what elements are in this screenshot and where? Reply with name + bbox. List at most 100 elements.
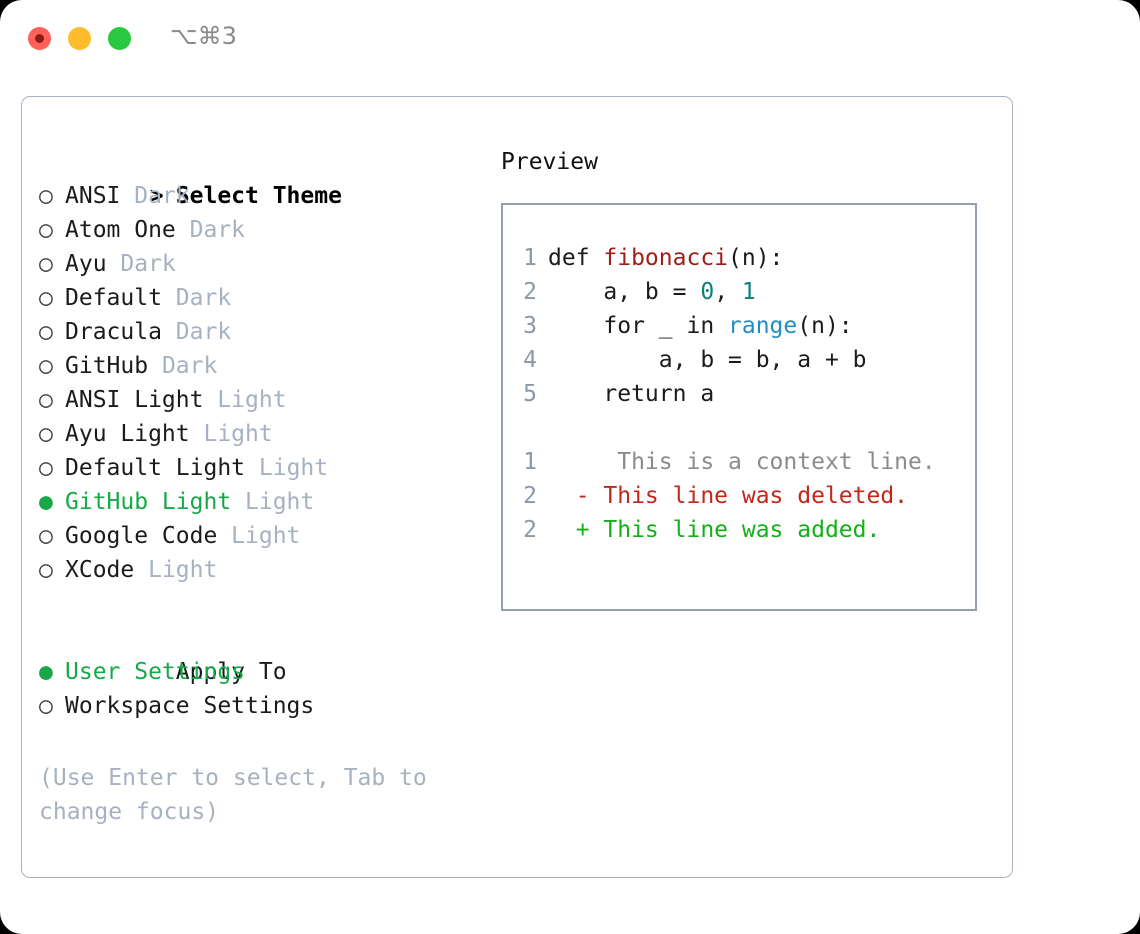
diff-line: 1 This is a context line. [513, 445, 936, 479]
theme-option-label: GitHub [65, 353, 162, 379]
code-token: 0 [700, 279, 715, 305]
code-line-number: 4 [523, 347, 537, 373]
theme-option-tag: Light [203, 421, 273, 447]
theme-option-tag: Dark [175, 319, 232, 345]
code-line-number: 3 [523, 313, 537, 339]
preview-panel: Preview [501, 145, 1001, 179]
apply-to-option-workspace-settings[interactable]: ○ Workspace Settings [39, 689, 499, 723]
theme-option-label: ANSI [65, 183, 135, 209]
radio-unselected-icon: ○ [39, 557, 53, 583]
theme-option-label: ANSI Light [65, 387, 218, 413]
code-line: 4 a, b = b, a + b [513, 343, 936, 377]
theme-option-ayu[interactable]: ○Ayu Dark [39, 247, 499, 281]
code-line: 3 for _ in range(n): [513, 309, 936, 343]
theme-option-github-light[interactable]: ● GitHub Light Light [39, 485, 499, 519]
radio-unselected-icon: ○ [39, 319, 53, 345]
theme-option-tag: Dark [134, 183, 190, 209]
keyboard-shortcut-label: ⌥⌘3 [170, 22, 237, 50]
code-token: def [548, 245, 604, 271]
apply-to-option-label: Workspace Settings [65, 693, 315, 719]
diff-line: 2 - This line was deleted. [513, 479, 936, 513]
radio-unselected-icon: ○ [39, 387, 53, 413]
diff-line-number: 1 [523, 449, 537, 475]
close-window-button[interactable] [28, 27, 51, 50]
apply-to-header-label: Apply To [175, 659, 287, 685]
list-spacer [39, 587, 499, 621]
radio-selected-icon: ● [39, 489, 53, 515]
apply-to-option-label: User Settings [65, 659, 246, 685]
theme-option-label: Default Light [65, 455, 259, 481]
theme-option-dracula[interactable]: ○Dracula Dark [39, 315, 499, 349]
code-token: for _ in [548, 313, 729, 339]
theme-option-tag: Light [231, 523, 301, 549]
radio-unselected-icon: ○ [39, 455, 53, 481]
code-token: 1 [741, 279, 756, 305]
code-line: 5 return a [513, 377, 936, 411]
radio-unselected-icon: ○ [39, 285, 53, 311]
theme-option-ayu-light[interactable]: ○Ayu Light Light [39, 417, 499, 451]
code-line-number: 5 [523, 381, 537, 407]
theme-option-tag: Dark [161, 353, 218, 379]
diff-line-number: 2 [523, 517, 537, 543]
diff-line-text: + This line was added. [548, 517, 881, 543]
theme-option-label: Default [65, 285, 176, 311]
radio-unselected-icon: ○ [39, 353, 53, 379]
theme-picker-panel: >Select Theme ○ANSI Dark○Atom One Dark○A… [39, 145, 499, 723]
code-token: (n): [728, 245, 784, 271]
code-token: , [714, 279, 742, 305]
title-bar: ⌥⌘3 [0, 0, 1140, 78]
code-token: range [728, 313, 798, 339]
theme-option-label: Google Code [65, 523, 232, 549]
theme-picker-header-label: Select Theme [175, 183, 342, 209]
apply-to-header: Apply To [39, 621, 499, 685]
theme-option-google-code[interactable]: ○ Google Code Light [39, 519, 499, 553]
code-line-number: 2 [523, 279, 537, 305]
code-diff-separator [513, 411, 936, 445]
diff-line-text: This is a context line. [548, 449, 936, 475]
code-token: return a [548, 381, 715, 407]
theme-option-tag: Light [245, 489, 315, 515]
radio-unselected-icon: ○ [39, 251, 53, 277]
maximize-window-button[interactable] [108, 27, 131, 50]
theme-option-ansi[interactable]: ○ ANSI Dark [39, 179, 499, 213]
radio-unselected-icon: ○ [39, 523, 53, 549]
dialog-card: >Select Theme ○ANSI Dark○Atom One Dark○A… [21, 96, 1013, 878]
diff-line-number: 2 [523, 483, 537, 509]
theme-option-default-light[interactable]: ○ Default Light Light [39, 451, 499, 485]
radio-selected-icon: ● [39, 659, 53, 685]
radio-unselected-icon: ○ [39, 421, 53, 447]
theme-option-ansi-light[interactable]: ○ ANSI Light Light [39, 383, 499, 417]
apply-to-list: ● User Settings ○ Workspace Settings [39, 655, 499, 723]
theme-option-default[interactable]: ○ Default Dark [39, 281, 499, 315]
apply-to-option-user-settings[interactable]: ● User Settings [39, 655, 499, 689]
theme-picker-header: > Select Theme [39, 145, 499, 209]
code-token: a, b = b, a + b [548, 347, 867, 373]
theme-list: ○ANSI Dark○Atom One Dark○Ayu Dark○Defaul… [39, 179, 499, 587]
radio-unselected-icon: ○ [39, 693, 53, 719]
theme-option-xcode[interactable]: ○ XCode Light [39, 553, 499, 587]
preview-label: Preview [501, 149, 598, 175]
theme-option-tag: Dark [120, 251, 176, 277]
radio-unselected-icon: ○ [39, 183, 53, 209]
minimize-window-button[interactable] [68, 27, 91, 50]
theme-option-label: XCode [65, 557, 149, 583]
theme-option-github[interactable]: ○ GitHub Dark [39, 349, 499, 383]
diff-lines: 1 This is a context line.2 - This line w… [513, 445, 936, 547]
theme-option-tag: Dark [175, 285, 232, 311]
theme-option-tag: Light [258, 455, 329, 481]
theme-option-label: GitHub Light [65, 489, 246, 515]
theme-option-tag: Light [148, 557, 218, 583]
caret-icon: > [149, 183, 164, 209]
theme-option-atom-one[interactable]: ○Atom One Dark [39, 213, 499, 247]
keyboard-hint-text: (Use Enter to select, Tab to change focu… [39, 765, 441, 825]
code-token: a, b = [548, 279, 701, 305]
theme-option-tag: Dark [189, 217, 246, 243]
code-token: (n): [797, 313, 853, 339]
theme-option-tag: Light [217, 387, 287, 413]
diff-line: 2 + This line was added. [513, 513, 936, 547]
code-line: 2 a, b = 0, 1 [513, 275, 936, 309]
